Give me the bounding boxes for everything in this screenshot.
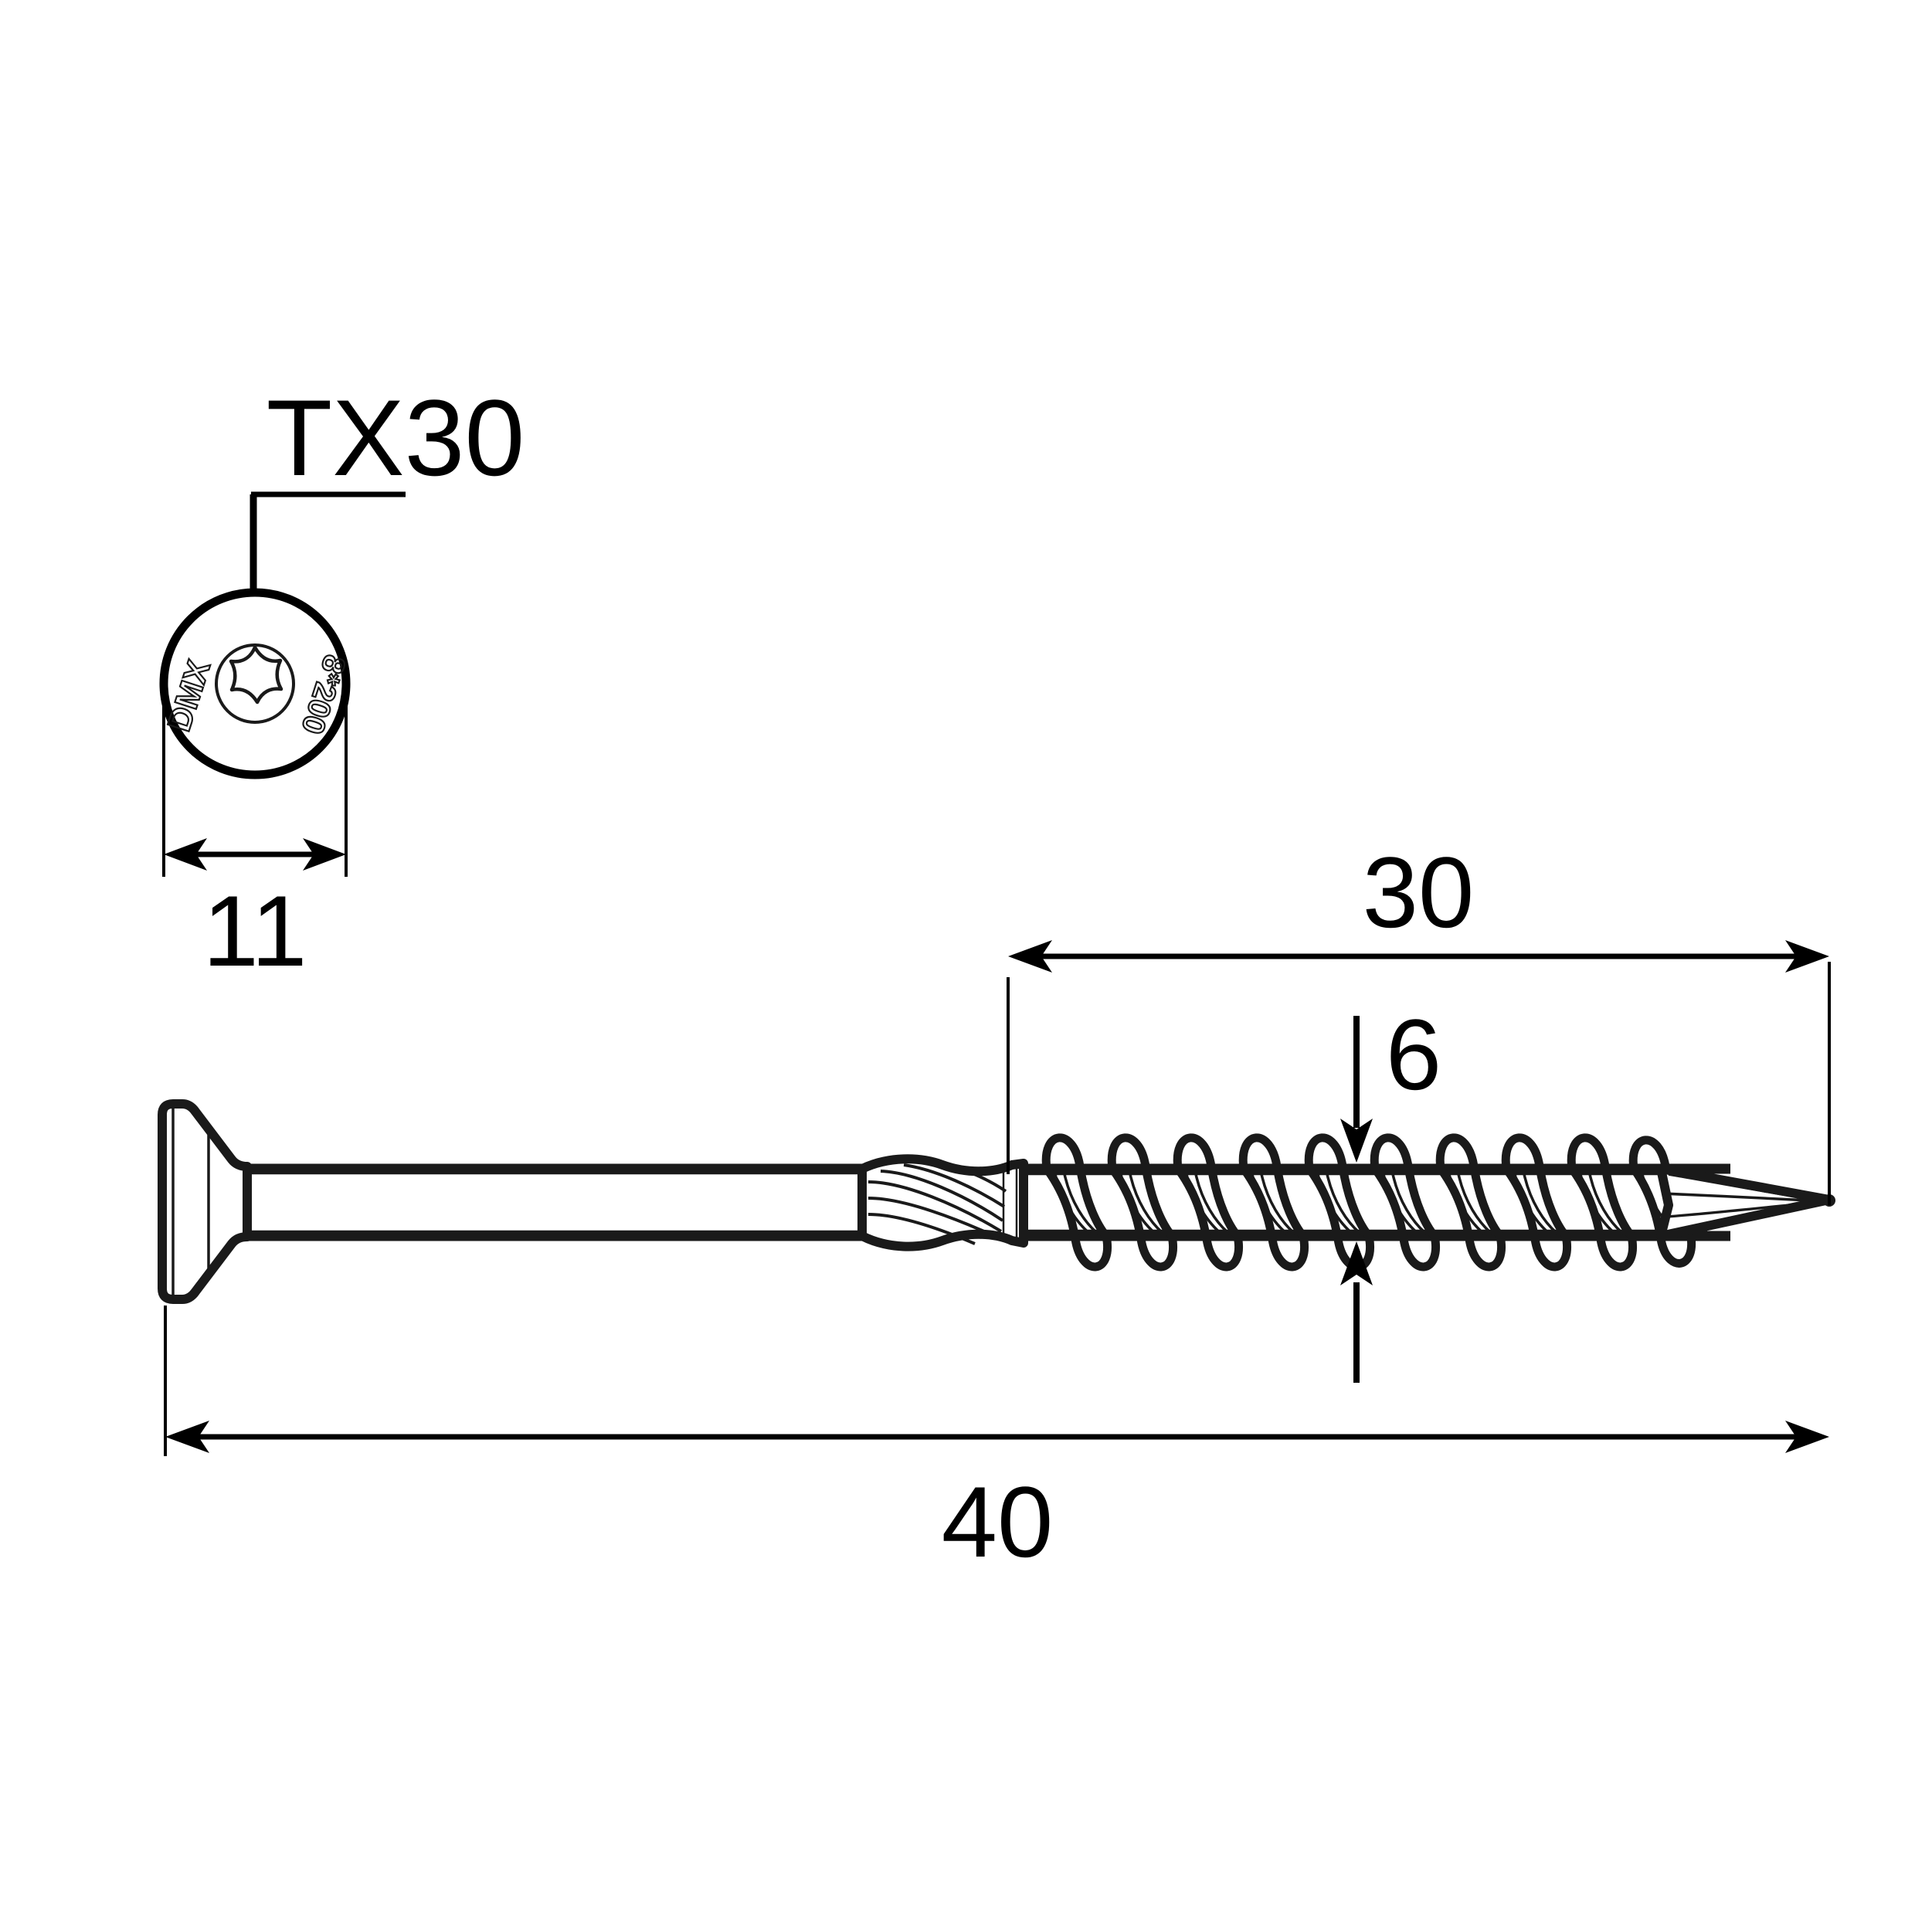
dimension-label-thread-length: 30 xyxy=(1363,836,1475,949)
thread-length-dimension xyxy=(1007,940,1831,1205)
screw-shank xyxy=(244,1163,862,1241)
dimension-label-head-diameter: 11 xyxy=(203,874,307,987)
dimension-label-thread-diameter: 6 xyxy=(1386,998,1441,1111)
countersunk-head-profile xyxy=(158,1099,252,1304)
milling-cutter-section xyxy=(857,1154,1028,1251)
total-length-dimension xyxy=(164,1306,1829,1456)
head-diameter-extension-lines xyxy=(162,699,348,877)
torx-drive-recess xyxy=(215,643,295,724)
dimension-label-drive: TX30 xyxy=(267,377,525,498)
dimension-label-total-length: 40 xyxy=(942,1465,1054,1578)
thread-diameter-dimension xyxy=(1340,1016,1373,1383)
screw-tip xyxy=(1656,1164,1835,1241)
head-diameter-dimension-arrow xyxy=(164,838,346,871)
screw-threaded-section xyxy=(1024,1133,1730,1272)
